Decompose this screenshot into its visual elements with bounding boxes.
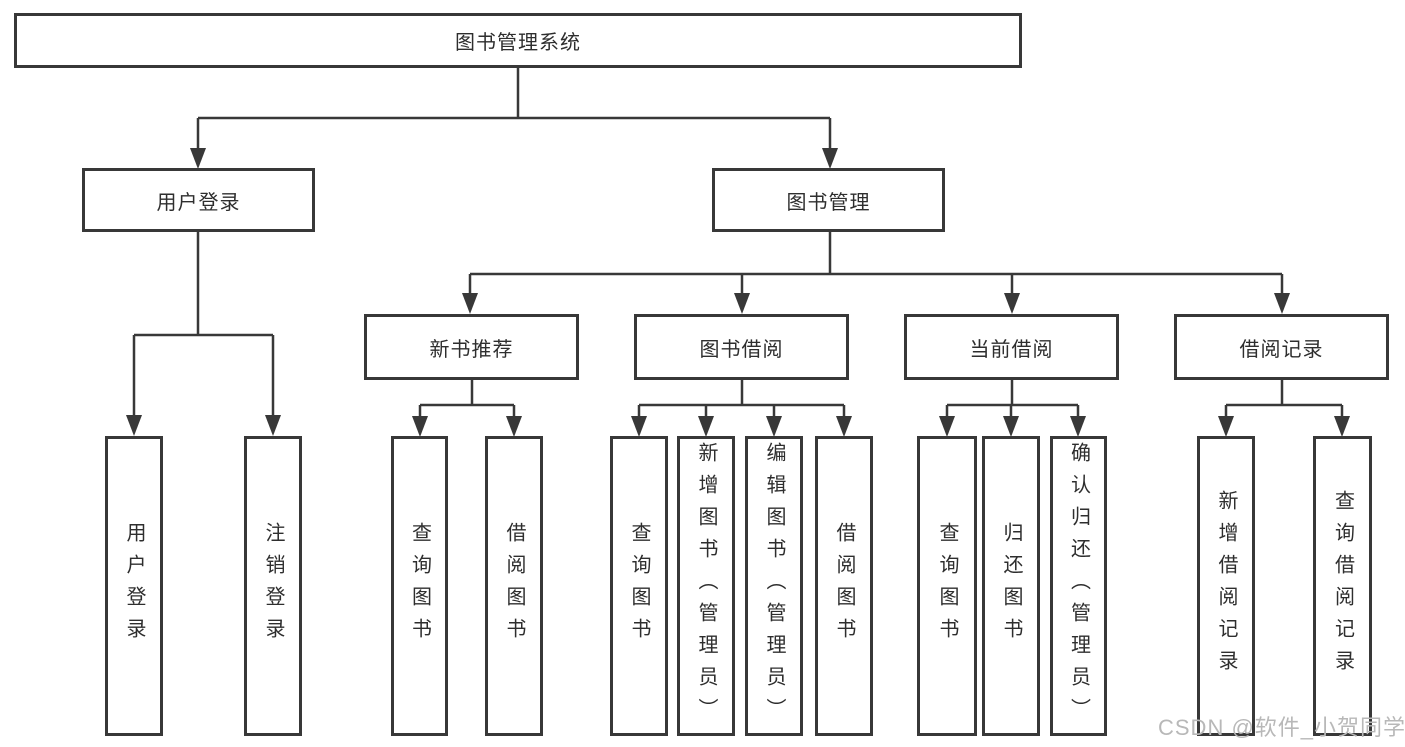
leaf-label: 用户登录	[123, 522, 145, 650]
node-current-borrowing: 当前借阅	[904, 314, 1119, 380]
leaf-borrow-books: 借阅图书	[815, 436, 873, 736]
node-label: 图书借阅	[699, 338, 784, 361]
node-new-book-recommendation: 新书推荐	[364, 314, 579, 380]
node-library-management-system: 图书管理系统	[14, 13, 1022, 68]
node-book-borrowing: 图书借阅	[634, 314, 849, 380]
leaf-logout: 注销登录	[244, 436, 302, 736]
node-label: 图书管理系统	[455, 32, 581, 54]
node-borrowing-records: 借阅记录	[1174, 314, 1389, 380]
node-label: 图书管理	[786, 191, 871, 214]
leaf-label: 确认归还（管理员）	[1067, 442, 1090, 730]
leaf-query-borrow-record: 查询借阅记录	[1313, 436, 1372, 736]
leaf-user-login: 用户登录	[105, 436, 163, 736]
leaf-query-books-newrec: 查询图书	[391, 436, 448, 736]
leaf-label: 借阅图书	[833, 522, 855, 650]
csdn-watermark: CSDN @软件_小贺同学	[1158, 715, 1405, 740]
leaf-label: 注销登录	[262, 522, 284, 650]
leaf-label: 归还图书	[1000, 522, 1022, 650]
leaf-confirm-return-admin: 确认归还（管理员）	[1050, 436, 1107, 736]
node-book-management: 图书管理	[712, 168, 945, 232]
leaf-return-books: 归还图书	[982, 436, 1040, 736]
leaf-add-books-admin: 新增图书（管理员）	[677, 436, 735, 736]
leaf-borrow-books-newrec: 借阅图书	[485, 436, 543, 736]
node-label: 当前借阅	[969, 338, 1054, 361]
node-label: 借阅记录	[1239, 338, 1324, 361]
leaf-label: 借阅图书	[503, 522, 525, 650]
leaf-label: 查询图书	[936, 522, 958, 650]
leaf-label: 查询图书	[408, 522, 431, 650]
leaf-label: 新增借阅记录	[1215, 490, 1237, 682]
node-user-login: 用户登录	[82, 168, 315, 232]
leaf-edit-books-admin: 编辑图书（管理员）	[745, 436, 803, 736]
leaf-query-books-borrow: 查询图书	[610, 436, 668, 736]
leaf-label: 查询图书	[628, 522, 650, 650]
node-label: 用户登录	[156, 191, 241, 214]
node-label: 新书推荐	[429, 338, 514, 361]
leaf-label: 查询借阅记录	[1331, 490, 1354, 682]
leaf-label: 新增图书（管理员）	[695, 442, 717, 730]
leaf-query-books-current: 查询图书	[917, 436, 977, 736]
leaf-label: 编辑图书（管理员）	[763, 442, 785, 730]
leaf-add-borrow-record: 新增借阅记录	[1197, 436, 1255, 736]
